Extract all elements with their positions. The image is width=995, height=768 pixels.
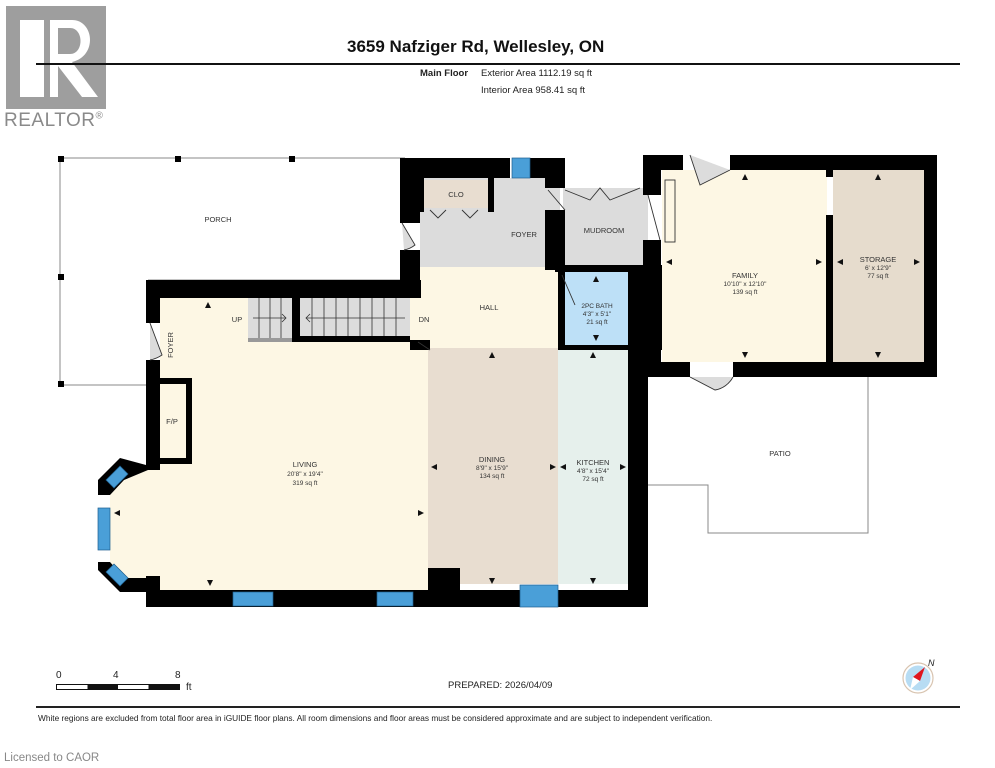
family-dims: 10'10" x 12'10" bbox=[724, 281, 768, 288]
kitchen bbox=[558, 348, 628, 584]
fireplace-label: F/P bbox=[166, 417, 178, 426]
bath-label: 2PC BATH bbox=[581, 303, 613, 310]
side-foyer-label: FOYER bbox=[166, 332, 175, 358]
kitchen-area: 72 sq ft bbox=[582, 476, 604, 483]
dining-room bbox=[428, 348, 558, 584]
compass-north-label: N bbox=[928, 658, 935, 668]
storage-dims: 6' x 12'9" bbox=[865, 265, 892, 272]
stairs bbox=[248, 298, 410, 342]
stairs-up-label: UP bbox=[232, 315, 242, 324]
scale-tick-0: 0 bbox=[56, 670, 62, 681]
compass: N bbox=[898, 655, 942, 700]
living-label: LIVING bbox=[293, 460, 318, 469]
storage-label: STORAGE bbox=[860, 255, 897, 264]
bath bbox=[565, 272, 628, 345]
closet-label: CLO bbox=[448, 190, 464, 199]
bath-area: 21 sq ft bbox=[586, 319, 608, 326]
footer-divider bbox=[36, 706, 960, 708]
floor-name: Main Floor bbox=[420, 68, 469, 79]
disclaimer: White regions are excluded from total fl… bbox=[38, 713, 713, 723]
kitchen-dims: 4'8" x 15'4" bbox=[577, 468, 610, 475]
closet bbox=[422, 180, 492, 208]
page-title: 3659 Nafziger Rd, Wellesley, ON bbox=[347, 37, 605, 56]
stairs-down-label: DN bbox=[419, 315, 430, 324]
windows bbox=[97, 157, 559, 608]
storage-room bbox=[833, 170, 924, 362]
living-room bbox=[110, 298, 428, 590]
dimension-markers bbox=[114, 174, 920, 586]
dining-area: 134 sq ft bbox=[480, 473, 505, 480]
dining-label: DINING bbox=[479, 455, 505, 464]
living-area: 319 sq ft bbox=[293, 480, 318, 487]
scale-bar-graphic bbox=[56, 684, 180, 690]
compass-icon: N bbox=[902, 658, 935, 694]
interior-area: Interior Area 958.41 sq ft bbox=[481, 85, 586, 96]
patio-label: PATIO bbox=[769, 449, 791, 458]
realtor-logo bbox=[6, 6, 106, 109]
family-room bbox=[662, 170, 827, 362]
realtor-wordmark: REALTOR® bbox=[4, 110, 104, 131]
exterior-area: Exterior Area 1112.19 sq ft bbox=[481, 68, 593, 79]
hall bbox=[420, 267, 558, 350]
bath-dims: 4'3" x 5'1" bbox=[583, 311, 612, 318]
patio-area bbox=[648, 375, 869, 534]
family-area: 139 sq ft bbox=[733, 289, 758, 296]
realtor-r-icon bbox=[20, 20, 98, 97]
scale-unit: ft bbox=[186, 682, 192, 693]
title-divider bbox=[36, 63, 960, 65]
scale-tick-4: 4 bbox=[113, 670, 119, 681]
foyer-label: FOYER bbox=[511, 230, 537, 239]
porch-label: PORCH bbox=[204, 215, 231, 224]
prepared-date: PREPARED: 2026/04/09 bbox=[448, 680, 553, 691]
family-label: FAMILY bbox=[732, 271, 758, 280]
hall-label: HALL bbox=[480, 303, 499, 312]
doors bbox=[149, 154, 734, 391]
living-dims: 20'8" x 19'4" bbox=[287, 471, 323, 478]
storage-area: 77 sq ft bbox=[867, 273, 889, 280]
license-notice: Licensed to CAOR bbox=[4, 752, 100, 764]
dining-dims: 8'9" x 15'9" bbox=[476, 465, 509, 472]
kitchen-label: KITCHEN bbox=[577, 458, 610, 467]
mudroom bbox=[563, 188, 648, 268]
scale-tick-8: 8 bbox=[175, 670, 181, 681]
mudroom-label: MUDROOM bbox=[584, 226, 624, 235]
